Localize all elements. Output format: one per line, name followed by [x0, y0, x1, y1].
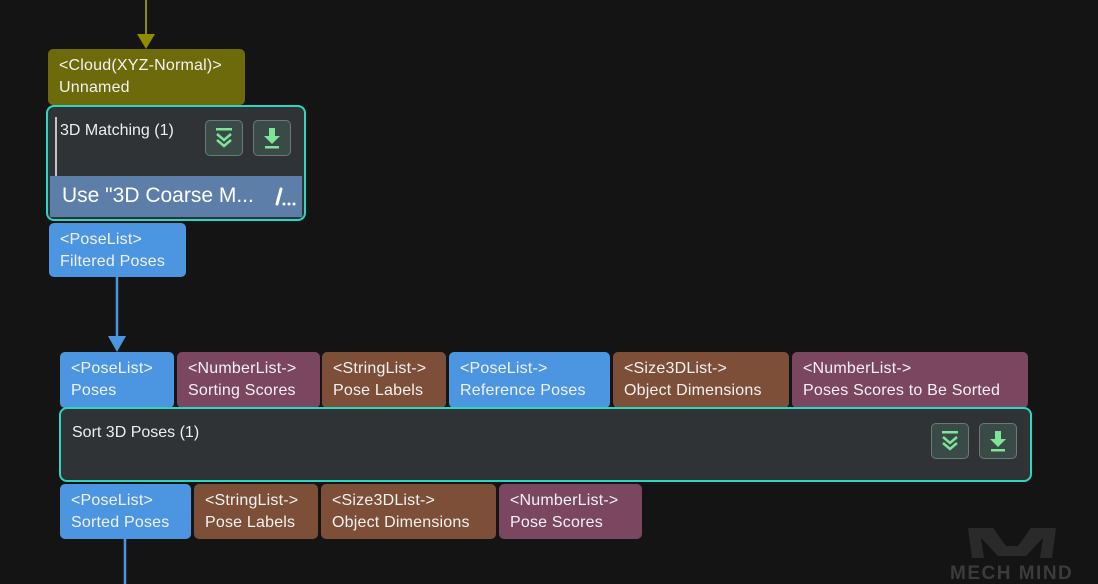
- port-type: <Size3DList->: [332, 492, 436, 509]
- collapse-button[interactable]: [931, 423, 969, 459]
- node-title: Sort 3D Poses (1): [72, 424, 200, 441]
- node-description[interactable]: Use "3D Coarse M...: [50, 176, 302, 217]
- edit-icon[interactable]: [272, 184, 296, 208]
- port-type: <Size3DList->: [624, 360, 728, 377]
- port-name: Poses Scores to Be Sorted: [803, 382, 1001, 399]
- matching-output-port[interactable]: <PoseList> Filtered Poses: [49, 223, 186, 277]
- collapse-button[interactable]: [205, 120, 243, 156]
- port-name: Sorted Poses: [71, 514, 170, 531]
- download-button[interactable]: [979, 423, 1017, 459]
- port-type: <NumberList->: [510, 492, 619, 509]
- sort-input-port-poses-scores[interactable]: <NumberList-> Poses Scores to Be Sorted: [792, 352, 1028, 408]
- port-type: <PoseList->: [460, 360, 548, 377]
- port-name: Filtered Poses: [60, 253, 166, 270]
- olive-connection-arrow: [137, 34, 155, 49]
- port-type: <PoseList>: [71, 492, 154, 509]
- port-name: Poses: [71, 382, 117, 399]
- download-button[interactable]: [253, 120, 291, 156]
- blue-connection-arrow: [108, 336, 126, 352]
- download-icon: [990, 431, 1006, 452]
- sort-output-port-object-dimensions[interactable]: <Size3DList-> Object Dimensions: [321, 484, 496, 539]
- port-name: Object Dimensions: [624, 382, 762, 399]
- sort-input-port-sorting-scores[interactable]: <NumberList-> Sorting Scores: [177, 352, 320, 408]
- matching-input-port[interactable]: <Cloud(XYZ-Normal)> Unnamed: [48, 49, 245, 105]
- port-name: Pose Labels: [205, 514, 296, 531]
- port-type: <Cloud(XYZ-Normal)>: [59, 57, 222, 74]
- sort-input-port-pose-labels[interactable]: <StringList-> Pose Labels: [322, 352, 446, 408]
- port-type: <NumberList->: [188, 360, 297, 377]
- sort-output-port-pose-labels[interactable]: <StringList-> Pose Labels: [194, 484, 318, 539]
- port-name: Sorting Scores: [188, 382, 296, 399]
- port-type: <StringList->: [205, 492, 299, 509]
- port-type: <PoseList>: [71, 360, 154, 377]
- port-name: Unnamed: [59, 79, 130, 96]
- port-type: <PoseList>: [60, 231, 143, 248]
- sort-output-port-pose-scores[interactable]: <NumberList-> Pose Scores: [499, 484, 642, 539]
- node-title: 3D Matching (1): [60, 122, 174, 139]
- text-cursor: [55, 117, 57, 177]
- download-icon: [264, 128, 280, 149]
- port-type: <NumberList->: [803, 360, 912, 377]
- description-text: Use "3D Coarse M...: [62, 184, 254, 207]
- sort-input-port-poses[interactable]: <PoseList> Poses: [60, 352, 174, 408]
- port-name: Pose Labels: [333, 382, 424, 399]
- mech-mind-logo: [968, 528, 1056, 558]
- matching-node[interactable]: 3D Matching (1) Use "3D Coarse M...: [46, 105, 306, 221]
- sort-poses-node[interactable]: Sort 3D Poses (1): [59, 407, 1032, 482]
- chevron-double-down-icon: [216, 128, 232, 148]
- sort-input-port-object-dimensions[interactable]: <Size3DList-> Object Dimensions: [613, 352, 789, 408]
- port-name: Object Dimensions: [332, 514, 470, 531]
- chevron-double-down-icon: [942, 431, 958, 451]
- port-type: <StringList->: [333, 360, 427, 377]
- port-name: Reference Poses: [460, 382, 586, 399]
- port-name: Pose Scores: [510, 514, 603, 531]
- sort-output-port-sorted-poses[interactable]: <PoseList> Sorted Poses: [60, 484, 191, 539]
- watermark-text: MECH MIND: [950, 563, 1074, 584]
- sort-input-port-reference-poses[interactable]: <PoseList-> Reference Poses: [449, 352, 610, 408]
